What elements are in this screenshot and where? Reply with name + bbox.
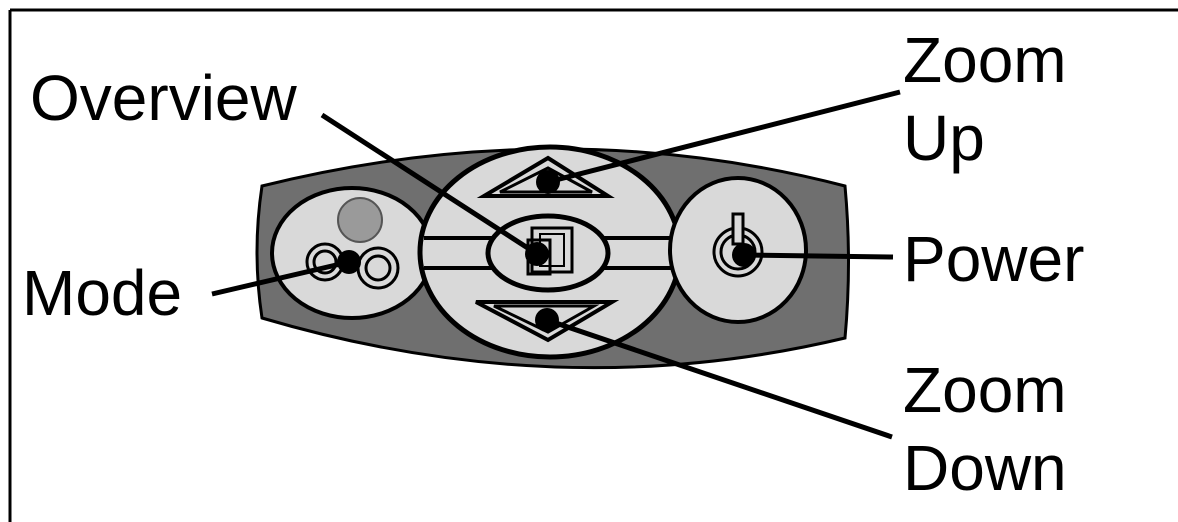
zoom-down-dot bbox=[535, 308, 559, 332]
power-label: Power bbox=[903, 223, 1084, 295]
overview-dot bbox=[525, 242, 549, 266]
zoom-up-dot bbox=[536, 170, 560, 194]
zoom-up-label-line1: Zoom bbox=[903, 24, 1067, 96]
power-leader-line bbox=[744, 255, 893, 257]
zoom-down-label-line1: Zoom bbox=[903, 354, 1067, 426]
zoom-down-label-line2: Down bbox=[903, 432, 1067, 504]
zoom-up-label-line2: Up bbox=[903, 102, 985, 174]
mode-dot bbox=[337, 250, 361, 274]
overview-label: Overview bbox=[30, 62, 298, 134]
mode-label: Mode bbox=[22, 257, 182, 329]
power-dot bbox=[732, 243, 756, 267]
